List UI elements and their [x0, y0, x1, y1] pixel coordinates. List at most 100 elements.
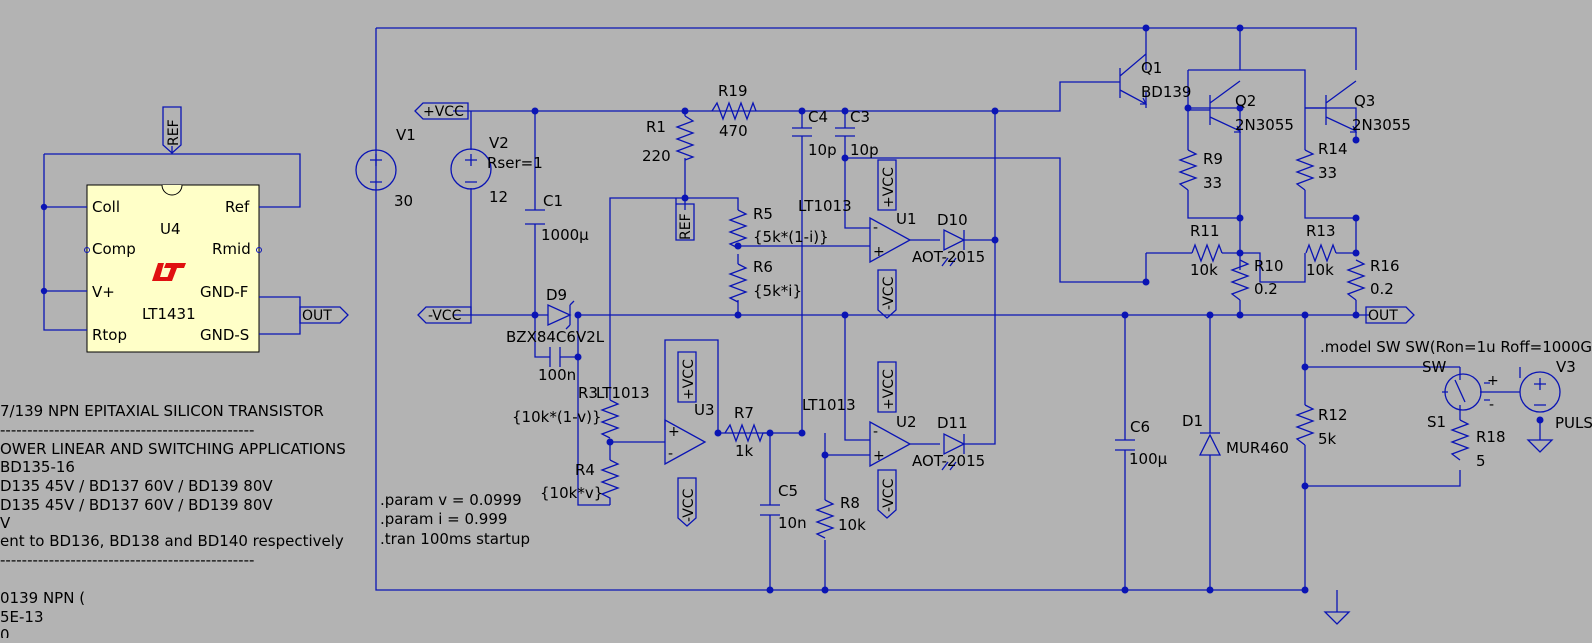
r11-r13-wires[interactable] [1145, 252, 1356, 283]
r12-branch[interactable] [1304, 315, 1461, 590]
c5-cap[interactable]: C5 10n [760, 482, 807, 532]
main-wiring[interactable] [375, 27, 1541, 612]
model-directive: .model SW SW(Ron=1u Roff=1000G [1320, 338, 1592, 356]
c2-cap[interactable]: 100n [538, 347, 576, 384]
u3-nvcc-flag[interactable] [677, 477, 697, 527]
r3-resistor[interactable]: R3 {10k*(1-v)} [512, 384, 620, 439]
d1-diode[interactable]: D1 MUR460 [1182, 412, 1289, 457]
r14-name: R14 [1318, 140, 1348, 158]
r12-value: 5k [1318, 430, 1337, 448]
r13-resistor[interactable]: R13 10k [1305, 222, 1337, 279]
u3-opamp[interactable]: +- U3 LT1013 [596, 384, 715, 466]
param-v-directive: .param v = 0.0999 [380, 491, 522, 509]
c1-cap[interactable]: C1 1000µ [525, 192, 589, 244]
v1-source[interactable]: V1 30 [355, 126, 416, 210]
v2-rser: Rser=1 [487, 154, 543, 172]
r19-resistor[interactable]: R19 470 [711, 82, 757, 140]
r8-resistor[interactable]: R8 10k [815, 494, 866, 539]
r13-name: R13 [1306, 222, 1336, 240]
r8-name: R8 [840, 494, 860, 512]
r5-resistor[interactable]: R5 {5k*(1-i)} [728, 205, 829, 249]
q3-transistor[interactable]: Q3 2N3055 [1305, 80, 1411, 134]
d11-value: AOT-2015 [912, 452, 985, 470]
r4-value: {10k*v} [540, 484, 603, 502]
lt-logo-icon [152, 263, 186, 281]
out-flag-right[interactable] [1365, 306, 1415, 324]
q1-name: Q1 [1141, 59, 1162, 77]
r9-resistor[interactable]: R9 33 [1178, 149, 1223, 192]
nvcc-flag[interactable] [417, 306, 472, 324]
r18-name: R18 [1476, 428, 1506, 446]
u3-vcc-flag[interactable] [677, 351, 697, 403]
q1-value: BD139 [1141, 83, 1191, 101]
v3-source[interactable]: V3 PULS [1519, 358, 1592, 432]
c1-name: C1 [543, 192, 563, 210]
u1-nvcc-flag[interactable] [877, 269, 897, 319]
r4-resistor[interactable]: R4 {10k*v} [540, 459, 620, 505]
svg-text:+: + [1487, 373, 1499, 389]
d10-led[interactable]: D10 AOT-2015 [912, 211, 985, 267]
vcc-rail[interactable] [453, 81, 1120, 112]
c4-cap[interactable]: C4 10p [792, 108, 837, 159]
out-flag-right-label: OUT [1368, 308, 1398, 324]
d10-value: AOT-2015 [912, 248, 985, 266]
r11-resistor[interactable]: R11 10k [1190, 222, 1223, 279]
u4-wires[interactable] [43, 146, 301, 331]
r1-resistor[interactable]: R1 220 [642, 115, 695, 165]
c3-c4-wires[interactable] [801, 111, 1146, 433]
r14-value: 33 [1318, 164, 1337, 182]
u4-pin-ref: Ref [225, 198, 250, 216]
u2-input-wires[interactable] [770, 315, 870, 590]
comment-line: ent to BD136, BD138 and BD140 respective… [0, 532, 344, 550]
vcc-flag-label: +VCC [423, 104, 464, 120]
u1-vcc-flag[interactable] [877, 159, 897, 211]
c3-cap[interactable]: C3 10p [835, 108, 879, 159]
comment-line: ----------------------------------------… [0, 551, 254, 569]
d9-zener[interactable]: D9 BZX84C6V2L [506, 286, 605, 346]
r7-resistor[interactable]: R7 1k [724, 404, 770, 460]
q2-transistor[interactable]: Q2 2N3055 [1187, 80, 1294, 134]
u1-opamp[interactable]: -+ U1 LT1013 [798, 197, 917, 264]
r1-value: 220 [642, 147, 671, 165]
u3-wires[interactable] [610, 339, 771, 590]
s1-switch[interactable]: +- SW S1 [1422, 358, 1499, 431]
r6-resistor[interactable]: R6 {5k*i} [728, 258, 802, 303]
r14-resistor[interactable]: R14 33 [1295, 140, 1348, 191]
out-flag-left[interactable] [299, 306, 349, 324]
r12-resistor[interactable]: R12 5k [1295, 404, 1348, 448]
r18-resistor[interactable]: R18 5 [1450, 419, 1506, 470]
u2-opamp[interactable]: -+ U2 LT1013 [802, 396, 917, 468]
outer-loop[interactable] [375, 27, 1357, 591]
comment-line: D135 45V / BD137 60V / BD139 80V [0, 496, 273, 514]
c6-cap[interactable]: C6 100µ [1115, 418, 1168, 468]
r16-resistor[interactable]: R16 0.2 [1346, 257, 1400, 301]
svg-text:+: + [873, 448, 885, 464]
net-flags[interactable]: +VCC -VCC REF OUT +VCC -VCC +VCC -VCC +V… [414, 102, 1415, 527]
r3-name: R3 [578, 384, 598, 402]
q2-name: Q2 [1235, 92, 1256, 110]
spice-directives[interactable]: .model SW SW(Ron=1u Roff=1000G .param v … [380, 338, 1592, 548]
sw-wires[interactable] [1459, 367, 1541, 440]
r10-resistor[interactable]: R10 0.2 [1230, 257, 1284, 301]
q1-transistor[interactable]: Q1 BD139 [1119, 53, 1191, 105]
lt1431-block[interactable]: Coll Comp V+ Rtop Ref Rmid GND-F GND-S U… [40, 106, 349, 353]
ref-node-wires[interactable] [609, 197, 739, 400]
u2-nvcc-flag[interactable] [877, 469, 897, 519]
ref-flag-top[interactable] [162, 106, 182, 154]
ref-flag-mid[interactable] [675, 198, 695, 241]
r7-name: R7 [734, 404, 754, 422]
diode-or-wires[interactable] [910, 111, 996, 445]
u3-name: U3 [694, 401, 715, 419]
r10-value: 0.2 [1254, 280, 1278, 298]
v1-value: 30 [394, 192, 413, 210]
u2-vcc-flag[interactable] [877, 361, 897, 413]
u4-out-wire[interactable] [259, 296, 301, 335]
c6-d1-wires[interactable] [1124, 315, 1211, 590]
d11-led[interactable]: D11 AOT-2015 [912, 414, 985, 471]
c4-name: C4 [808, 108, 828, 126]
v2-source[interactable]: V2 Rser=1 12 [450, 134, 543, 206]
c1-c2-wires[interactable] [534, 111, 579, 358]
vcc-flag[interactable] [414, 102, 469, 120]
